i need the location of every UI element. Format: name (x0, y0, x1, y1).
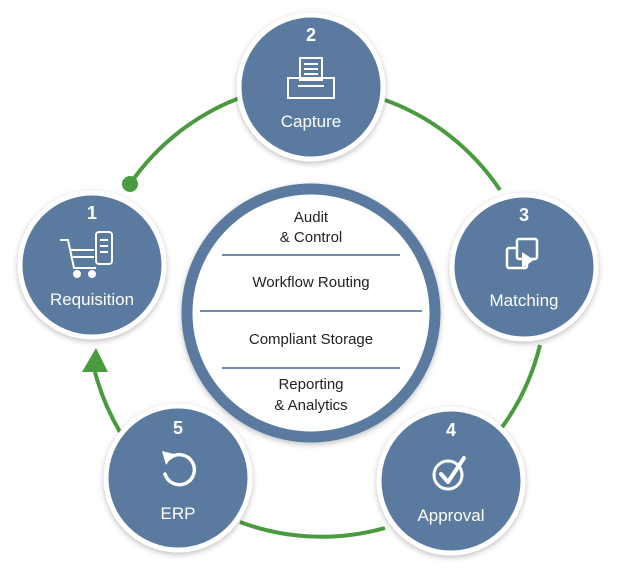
matching-documents-icon (505, 237, 539, 270)
step-node-requisition[interactable]: 1 Requisition (17, 190, 167, 340)
step-number: 5 (173, 418, 183, 438)
hub-compliant-storage: Compliant Storage (249, 331, 373, 348)
arrowhead-to-requisition (82, 348, 108, 372)
connector-matching-to-approval (498, 344, 542, 432)
central-hub: Audit & Control Workflow Routing Complia… (181, 183, 441, 443)
step-number: 1 (87, 203, 97, 223)
hub-reporting-line1: Reporting (278, 376, 343, 393)
step-node-approval[interactable]: 4 Approval (376, 406, 526, 556)
connector-approval-to-erp (239, 520, 386, 539)
approval-check-icon (432, 456, 466, 491)
step-label: Requisition (50, 290, 134, 309)
document-scanner-icon (287, 57, 335, 99)
hub-audit-line2: & Control (280, 229, 343, 246)
step-number: 2 (306, 25, 316, 45)
step-label: Matching (490, 291, 559, 310)
hub-audit-line1: Audit (294, 209, 329, 226)
refresh-icon (162, 451, 197, 487)
step-label: Capture (281, 112, 341, 131)
step-number: 3 (519, 205, 529, 225)
shopping-cart-icon (60, 231, 113, 278)
hub-reporting-line2: & Analytics (274, 397, 347, 414)
connector-capture-to-matching (384, 98, 502, 192)
hub-ring (181, 183, 441, 443)
step-node-erp[interactable]: 5 ERP (103, 403, 253, 553)
hub-workflow-routing: Workflow Routing (252, 274, 369, 291)
step-node-matching[interactable]: 3 Matching (449, 192, 599, 342)
cycle-connectors (82, 94, 542, 539)
step-label: ERP (161, 504, 196, 523)
connector-requisition-to-capture (128, 94, 246, 186)
step-label: Approval (417, 506, 484, 525)
step-node-capture[interactable]: 2 Capture (236, 12, 386, 162)
connector-erp-to-requisition (92, 367, 122, 434)
step-number: 4 (446, 420, 456, 440)
connector-start-dot (122, 176, 138, 192)
